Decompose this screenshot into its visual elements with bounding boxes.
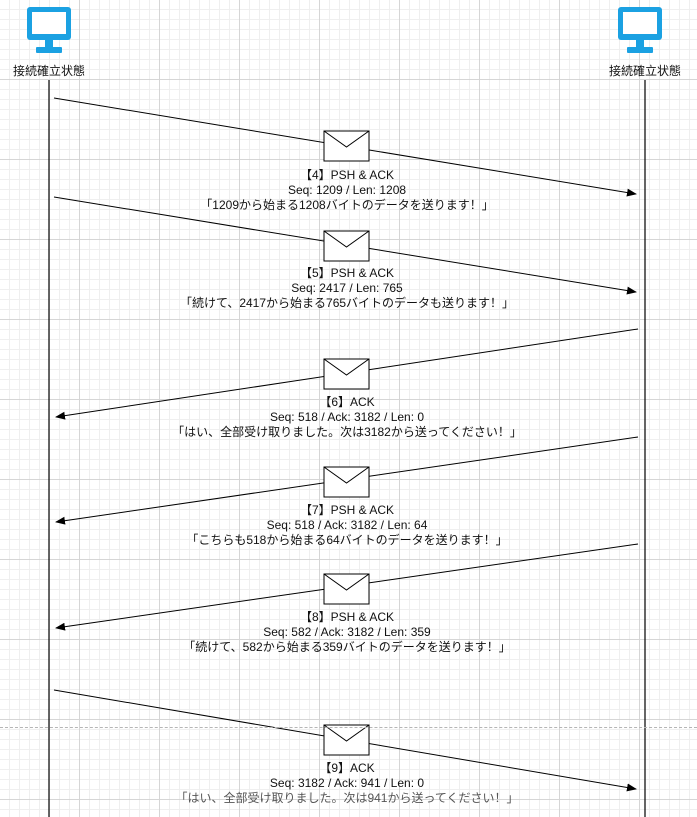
message-quote: 「こちらも518から始まる64バイトのデータを送ります！」 — [186, 533, 508, 547]
message-seq: Seq: 1209 / Len: 1208 — [287, 183, 407, 197]
message-title: 【9】ACK — [319, 761, 375, 775]
message-quote: 「1209から始まる1208バイトのデータを送ります！」 — [200, 198, 494, 212]
message-label-8: 【8】PSH & ACK Seq: 582 / Ack: 3182 / Len:… — [183, 610, 510, 655]
envelope-icon — [323, 358, 370, 390]
envelope-icon — [323, 466, 370, 498]
message-label-6: 【6】ACK Seq: 518 / Ack: 3182 / Len: 0 「はい… — [172, 395, 522, 440]
envelope-icon — [323, 573, 370, 605]
envelope-icon — [323, 230, 370, 262]
message-seq: Seq: 582 / Ack: 3182 / Len: 359 — [263, 625, 431, 639]
message-title: 【6】ACK — [319, 395, 375, 409]
page-break-line — [0, 727, 697, 728]
message-label-7: 【7】PSH & ACK Seq: 518 / Ack: 3182 / Len:… — [186, 503, 507, 548]
message-title: 【8】PSH & ACK — [299, 610, 395, 624]
envelope-icon — [323, 724, 370, 756]
message-seq: Seq: 3182 / Ack: 941 / Len: 0 — [269, 776, 425, 790]
message-seq: Seq: 2417 / Len: 765 — [291, 281, 403, 295]
message-title: 【7】PSH & ACK — [299, 503, 395, 517]
monitor-icon — [618, 7, 662, 53]
message-label-4: 【4】PSH & ACK Seq: 1209 / Len: 1208 「1209… — [200, 168, 493, 213]
envelope-icon — [323, 130, 370, 162]
message-quote: 「続けて、582から始まる359バイトのデータを送ります！」 — [183, 640, 511, 654]
message-title: 【5】PSH & ACK — [299, 266, 395, 280]
left-node-label: 接続確立状態 — [12, 64, 86, 78]
message-title: 【4】PSH & ACK — [299, 168, 395, 182]
right-node-label: 接続確立状態 — [608, 64, 682, 78]
message-seq: Seq: 518 / Ack: 3182 / Len: 0 — [269, 410, 425, 424]
monitor-icon — [27, 7, 71, 53]
message-seq: Seq: 518 / Ack: 3182 / Len: 64 — [266, 518, 428, 532]
message-quote: 「はい、全部受け取りました。次は3182から送ってください！」 — [172, 425, 522, 439]
message-label-9: 【9】ACK Seq: 3182 / Ack: 941 / Len: 0 「はい… — [175, 761, 518, 806]
message-quote: 「続けて、2417から始まる765バイトのデータも送ります！」 — [179, 296, 515, 310]
message-label-5: 【5】PSH & ACK Seq: 2417 / Len: 765 「続けて、2… — [180, 266, 514, 311]
message-quote: 「はい、全部受け取りました。次は941から送ってください！」 — [175, 791, 519, 805]
